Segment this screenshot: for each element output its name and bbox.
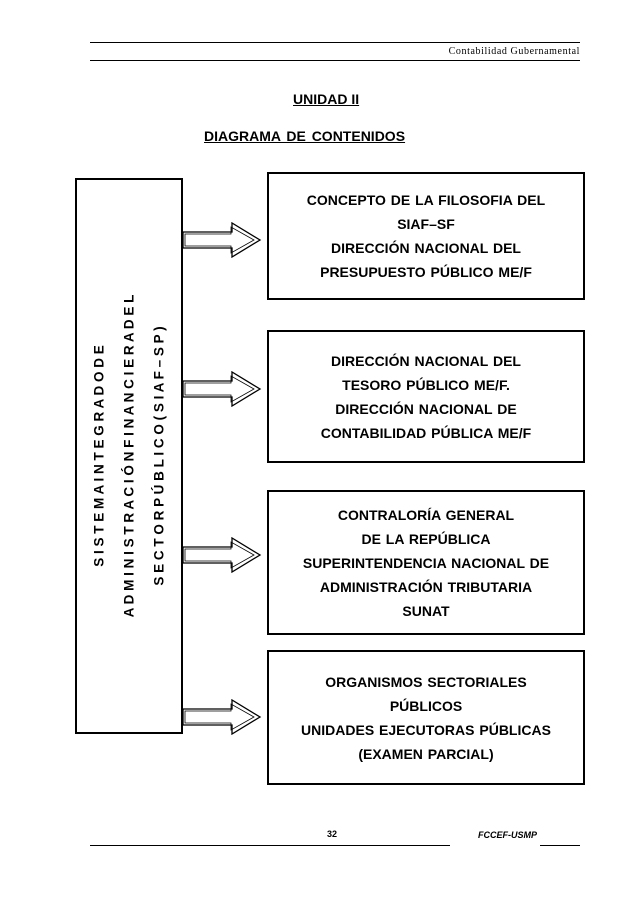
box-4-line-4: (EXAMEN PARCIAL) (358, 745, 494, 762)
side-line-1: S I S T E M A I N T E G R A D O D E (91, 345, 107, 567)
footer-rule-right (540, 845, 580, 846)
box-1-line-2: SIAF–SF (397, 216, 455, 232)
box-4-line-3: UNIDADES EJECUTORAS PÚBLICAS (301, 721, 551, 738)
box-1-line-3: DIRECCIÓN NACIONAL DEL (331, 240, 521, 256)
box-4-line-1: ORGANISMOS SECTORIALES (325, 673, 527, 690)
box-2-line-4: CONTABILIDAD PÚBLICA ME/F (320, 424, 532, 441)
box-1-line-4: PRESUPUESTO PÚBLICO ME/F (320, 264, 532, 280)
diagram-title: DIAGRAMA DE CONTENIDOS (204, 128, 406, 144)
box-3-line-3: SUPERINTENDENCIA NACIONAL DE (302, 554, 550, 571)
box-1-line-1: CONCEPTO DE LA FILOSOFIA DEL (306, 192, 546, 208)
header-title: Contabilidad Gubernamental (448, 46, 580, 57)
siaf-side-box: S I S T E M A I N T E G R A D O D E A D … (75, 178, 183, 734)
footer-rule-left (90, 845, 450, 846)
box-2-line-3: DIRECCIÓN NACIONAL DE (335, 400, 517, 417)
box-2-line-2: TESORO PÚBLICO ME/F. (342, 376, 510, 393)
arrow-right-icon (182, 699, 262, 735)
content-box-4: ORGANISMOS SECTORIALES PÚBLICOS UNIDADES… (267, 650, 585, 785)
header-rule-bottom (90, 60, 580, 61)
content-box-3: CONTRALORÍA GENERAL DE LA REPÚBLICA SUPE… (267, 490, 585, 635)
footer-label: FCCEF-USMP (478, 830, 537, 840)
box-4-line-2: PÚBLICOS (389, 697, 463, 714)
unit-title: UNIDAD II (293, 91, 360, 107)
arrow-right-icon (182, 537, 262, 573)
arrow-right-icon (182, 371, 262, 407)
box-3-line-4: ADMINISTRACIÓN TRIBUTARIA (319, 578, 533, 595)
box-3-line-1: CONTRALORÍA GENERAL (337, 506, 515, 523)
box-2-line-1: DIRECCIÓN NACIONAL DEL (331, 352, 521, 369)
content-box-1: CONCEPTO DE LA FILOSOFIA DEL SIAF–SF DIR… (267, 172, 585, 300)
page-number: 32 (327, 829, 338, 839)
side-line-3: S E C T O R P Ú B L I C O ( S I A F – S … (151, 326, 167, 586)
side-line-2: A D M I N I S T R A C I Ó N F I N A N C … (121, 294, 137, 618)
box-3-line-2: DE LA REPÚBLICA (361, 530, 491, 547)
arrow-right-icon (182, 222, 262, 258)
header-rule-top (90, 42, 580, 43)
box-3-line-5: SUNAT (402, 602, 450, 619)
content-box-2: DIRECCIÓN NACIONAL DEL TESORO PÚBLICO ME… (267, 330, 585, 463)
